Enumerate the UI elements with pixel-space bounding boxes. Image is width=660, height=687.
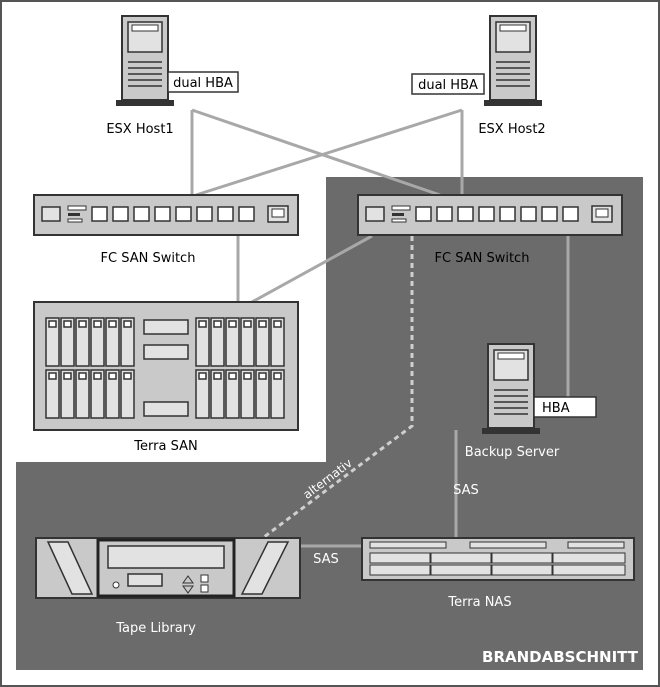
server-tower-icon: [115, 15, 175, 107]
drive-bay: [210, 369, 225, 419]
drive-bay-indicator: [48, 372, 57, 380]
drive-bay-indicator: [93, 372, 102, 380]
terra-san: Terra SAN: [33, 301, 299, 454]
fc-switch-left-label: FC SAN Switch: [101, 251, 196, 266]
esx-host1: dual HBA ESX Host1: [106, 15, 239, 137]
fc-san-switch-right: FC SAN Switch: [357, 194, 623, 266]
sas-label-backup-nas: SAS: [453, 483, 479, 498]
drive-bay: [105, 369, 120, 419]
drive-bay: [195, 317, 210, 367]
drive-bay: [60, 317, 75, 367]
backup-server: HBA Backup Server: [465, 343, 597, 460]
drive-bay: [75, 369, 90, 419]
drive-bay-indicator: [213, 320, 222, 328]
drive-bay-indicator: [213, 372, 222, 380]
drive-bay: [45, 317, 60, 367]
drive-bay: [195, 369, 210, 419]
nas-rack-icon: [361, 537, 635, 581]
drive-bay-indicator: [123, 320, 132, 328]
drive-bay-indicator: [198, 372, 207, 380]
sas-label-tape-nas: SAS: [313, 552, 339, 567]
drive-bay-indicator: [273, 320, 282, 328]
drive-bay-indicator: [273, 372, 282, 380]
drive-bay: [105, 317, 120, 367]
terra-nas: Terra NAS: [361, 537, 635, 610]
drive-bay: [270, 317, 285, 367]
link-host1-switch-right: [191, 108, 441, 197]
server-tower-icon: [481, 343, 541, 435]
drive-bay-indicator: [243, 372, 252, 380]
fc-san-switch-left: FC SAN Switch: [33, 194, 299, 266]
connections: [190, 108, 596, 548]
esx-host1-hba-label: dual HBA: [173, 76, 233, 91]
link-alternative-dashed: [259, 236, 414, 542]
esx-host1-hba-box: [167, 71, 239, 93]
drive-bay: [120, 317, 135, 367]
drive-bay: [255, 317, 270, 367]
link-host2-switch-left: [195, 108, 463, 197]
drive-bay-indicator: [198, 320, 207, 328]
drive-bay: [60, 369, 75, 419]
backup-server-label: Backup Server: [465, 445, 560, 460]
drive-bay-indicator: [108, 320, 117, 328]
drive-bay-indicator: [108, 372, 117, 380]
server-tower-icon: [483, 15, 543, 107]
drive-bay-indicator: [78, 372, 87, 380]
storage-array-icon: [33, 301, 299, 431]
drive-bay: [210, 317, 225, 367]
terra-nas-label: Terra NAS: [447, 595, 511, 610]
network-switch-icon: [357, 194, 623, 236]
tape-library-label: Tape Library: [115, 621, 196, 636]
drive-bay-indicator: [258, 372, 267, 380]
drive-bay-indicator: [123, 372, 132, 380]
drive-bay-indicator: [243, 320, 252, 328]
drive-bay: [90, 369, 105, 419]
drive-bay-indicator: [228, 372, 237, 380]
drive-bay-indicator: [78, 320, 87, 328]
drive-bay: [45, 369, 60, 419]
drive-bay-indicator: [63, 320, 72, 328]
tape-library-icon: [35, 537, 301, 599]
backup-server-hba-label: HBA: [542, 401, 570, 416]
network-switch-icon: [33, 194, 299, 236]
link-switch-right-san: [251, 234, 373, 304]
esx-host2: dual HBA ESX Host2: [411, 15, 546, 137]
drive-bay: [225, 317, 240, 367]
drive-bay: [75, 317, 90, 367]
drive-bay-indicator: [228, 320, 237, 328]
drive-bay: [255, 369, 270, 419]
drive-bay: [120, 369, 135, 419]
drive-bay-indicator: [63, 372, 72, 380]
drive-bay: [240, 369, 255, 419]
drive-bay-indicator: [48, 320, 57, 328]
fire-compartment-label: BRANDABSCHNITT: [482, 648, 639, 666]
esx-host2-label: ESX Host2: [478, 122, 545, 137]
drive-bay-indicator: [258, 320, 267, 328]
drive-bay: [90, 317, 105, 367]
backup-server-hba-box: [533, 396, 597, 418]
esx-host2-hba-box: [411, 73, 485, 95]
terra-san-label: Terra SAN: [133, 439, 197, 454]
drive-bay: [225, 369, 240, 419]
drive-bay-indicator: [93, 320, 102, 328]
fc-switch-right-label: FC SAN Switch: [435, 251, 530, 266]
esx-host2-hba-label: dual HBA: [418, 78, 478, 93]
tape-library: Tape Library: [35, 537, 301, 636]
drive-bay: [240, 317, 255, 367]
esx-host1-label: ESX Host1: [106, 122, 173, 137]
drive-bay: [270, 369, 285, 419]
